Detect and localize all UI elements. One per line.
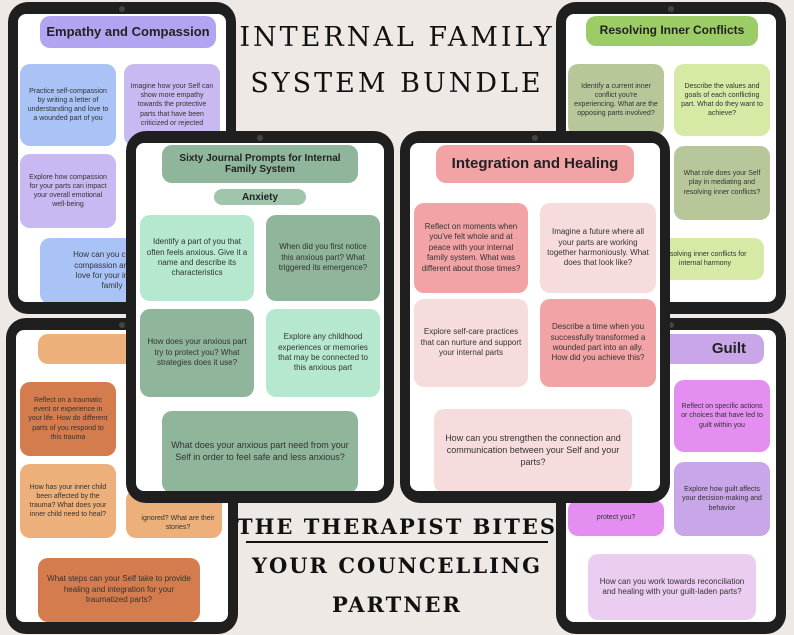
prompt-card: How has your inner child been affected b… <box>20 464 116 538</box>
prompt-card: How can you work towards reconciliation … <box>588 554 756 620</box>
tablet-integration: Integration and Healing Reflect on momen… <box>400 131 670 503</box>
prompt-card: protect you? <box>568 500 664 536</box>
bundle-title-line1: INTERNAL FAMILY <box>239 22 555 53</box>
prompt-card: When did you first notice this anxious p… <box>266 215 380 301</box>
tablet-anxiety: Sixty Journal Prompts for Internal Famil… <box>126 131 394 503</box>
tagline-line1: YOUR COUNCELLING <box>251 553 543 578</box>
camera-dot <box>668 6 674 12</box>
tablet-screen: Sixty Journal Prompts for Internal Famil… <box>136 143 384 491</box>
prompt-card: Explore self-care practices that can nur… <box>414 299 528 387</box>
prompt-card: Imagine a future where all your parts ar… <box>540 203 656 293</box>
brand-underline <box>246 541 548 543</box>
prompt-card: Describe a time when you successfully tr… <box>540 299 656 387</box>
prompt-header: Integration and Healing <box>436 145 634 183</box>
prompt-card: What does your anxious part need from yo… <box>162 411 358 491</box>
prompt-card: How does your anxious part try to protec… <box>140 309 254 397</box>
brand-name: THE THERAPIST BITES <box>236 514 558 539</box>
prompt-card: Identify a current inner conflict you're… <box>568 64 664 136</box>
prompt-card: Practice self-compassion by writing a le… <box>20 64 116 146</box>
section-header: Anxiety <box>214 189 306 205</box>
tagline-line2: PARTNER <box>332 592 462 617</box>
prompt-card: What role does your Self play in mediati… <box>674 146 770 220</box>
prompt-card: Reflect on specific actions or choices t… <box>674 380 770 452</box>
prompt-header: Sixty Journal Prompts for Internal Famil… <box>162 145 358 183</box>
prompt-card: Explore how compassion for your parts ca… <box>20 154 116 228</box>
prompt-card: What steps can your Self take to provide… <box>38 558 200 622</box>
prompt-card: Reflect on a traumatic event or experien… <box>20 382 116 456</box>
prompt-card: Describe the values and goals of each co… <box>674 64 770 136</box>
prompt-header: Empathy and Compassion <box>40 16 216 48</box>
prompt-card: Reflect on moments when you've felt whol… <box>414 203 528 293</box>
tablet-screen: Integration and Healing Reflect on momen… <box>410 143 660 491</box>
prompt-card: How can you strengthen the connection an… <box>434 409 632 491</box>
tablet-empathy: Empathy and Compassion Practice self-com… <box>8 2 236 314</box>
prompt-card: Explore any childhood experiences or mem… <box>266 309 380 397</box>
camera-dot <box>119 6 125 12</box>
prompt-card: Identify a part of you that often feels … <box>140 215 254 301</box>
tablet-trauma: Trauma Reflect on a traumatic event or e… <box>6 318 238 634</box>
prompt-header: Resolving Inner Conflicts <box>586 16 758 46</box>
prompt-card: Explore how guilt affects your decision-… <box>674 462 770 536</box>
camera-dot <box>668 322 674 328</box>
bundle-title-line2: SYSTEM BUNDLE <box>250 68 544 99</box>
camera-dot <box>257 135 263 141</box>
camera-dot <box>532 135 538 141</box>
tablet-screen: Empathy and Compassion Practice self-com… <box>18 14 226 302</box>
camera-dot <box>119 322 125 328</box>
